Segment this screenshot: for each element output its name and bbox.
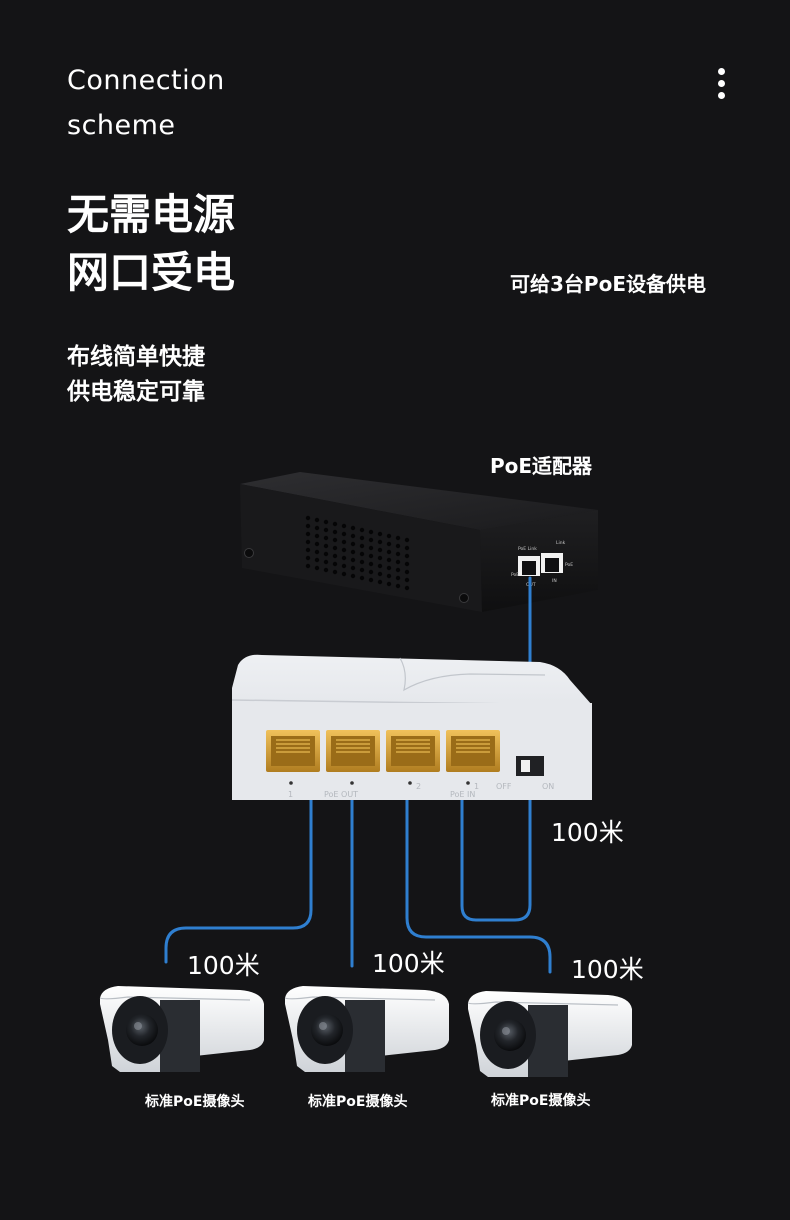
adapter-port-label: PoE — [511, 572, 519, 578]
splitter-port-label: ON — [542, 782, 554, 791]
dip-switch-lever — [521, 760, 530, 772]
adapter-screw — [244, 548, 254, 558]
adapter-port-label: PoE Link — [518, 546, 537, 552]
adapter-port-label: IN — [552, 578, 557, 584]
camera-label: 标准PoE摄像头 — [308, 1094, 408, 1110]
section-title-line1: Connection — [67, 65, 225, 96]
adapter-label: PoE适配器 — [490, 454, 593, 478]
adapter-top — [240, 472, 598, 530]
splitter-port-label: OFF — [496, 782, 512, 791]
subtitle: 布线简单快捷 供电稳定可靠 — [67, 340, 205, 410]
camera-1 — [99, 986, 264, 1072]
adapter-port-poe-socket — [522, 561, 536, 575]
camera-lens — [311, 1014, 343, 1046]
cable-camera-3 — [405, 788, 552, 974]
rj45-port — [326, 730, 380, 772]
splitter-port-label: 1 — [474, 782, 479, 791]
cable-camera-1 — [164, 788, 313, 964]
camera-label: 标准PoE摄像头 — [145, 1094, 245, 1110]
adapter-side — [240, 484, 482, 612]
poe-splitter: 1 PoE OUT 2 1 PoE IN OFF ON — [231, 654, 593, 800]
cable-input — [460, 576, 532, 922]
poe-adapter: PoE Link Link PoE PoE IN OUT — [240, 472, 598, 612]
splitter-port-label: PoE IN — [450, 790, 475, 799]
camera-3 — [467, 991, 632, 1077]
distance-label-camera-3: 100米 — [571, 955, 644, 984]
subtitle-line1: 布线简单快捷 — [67, 344, 205, 370]
more-vertical-icon[interactable] — [710, 66, 734, 102]
camera-label: 标准PoE摄像头 — [491, 1093, 591, 1109]
camera-sunshade-edge — [284, 996, 436, 1001]
splitter-port-label: PoE OUT — [324, 790, 358, 799]
headline-line2: 网口受电 — [67, 248, 236, 297]
camera-2 — [284, 986, 449, 1072]
distance-label-camera-1: 100米 — [187, 951, 260, 980]
camera-sunshade-edge — [99, 996, 251, 1001]
camera-lens-glint — [319, 1022, 327, 1030]
camera-lens — [494, 1019, 526, 1051]
camera-sunshade-edge — [467, 1001, 619, 1006]
adapter-vent-grid — [305, 515, 410, 591]
adapter-screw — [459, 593, 469, 603]
splitter-port-label: 2 — [416, 782, 421, 791]
adapter-port-label: PoE — [565, 562, 573, 568]
splitter-port-label: 1 — [288, 790, 293, 799]
cables — [164, 576, 552, 974]
splitter-groove — [399, 657, 546, 692]
rj45-port — [386, 730, 440, 772]
section-title-line2: scheme — [67, 110, 176, 141]
headline-line1: 无需电源 — [67, 190, 236, 239]
adapter-port-in-socket — [545, 558, 559, 572]
subtitle-line2: 供电稳定可靠 — [67, 379, 205, 405]
rj45-port — [446, 730, 500, 772]
adapter-port-label: Link — [556, 540, 566, 546]
rj45-port — [266, 730, 320, 772]
camera-lens-glint — [502, 1027, 510, 1035]
distance-label-input: 100米 — [551, 818, 624, 847]
camera-lens-glint — [134, 1022, 142, 1030]
distance-label-camera-2: 100米 — [372, 949, 445, 978]
section-title: Connection scheme — [67, 58, 225, 148]
headline: 无需电源 网口受电 — [67, 186, 235, 302]
capacity-text: 可给3台PoE设备供电 — [510, 272, 706, 296]
camera-lens — [126, 1014, 158, 1046]
